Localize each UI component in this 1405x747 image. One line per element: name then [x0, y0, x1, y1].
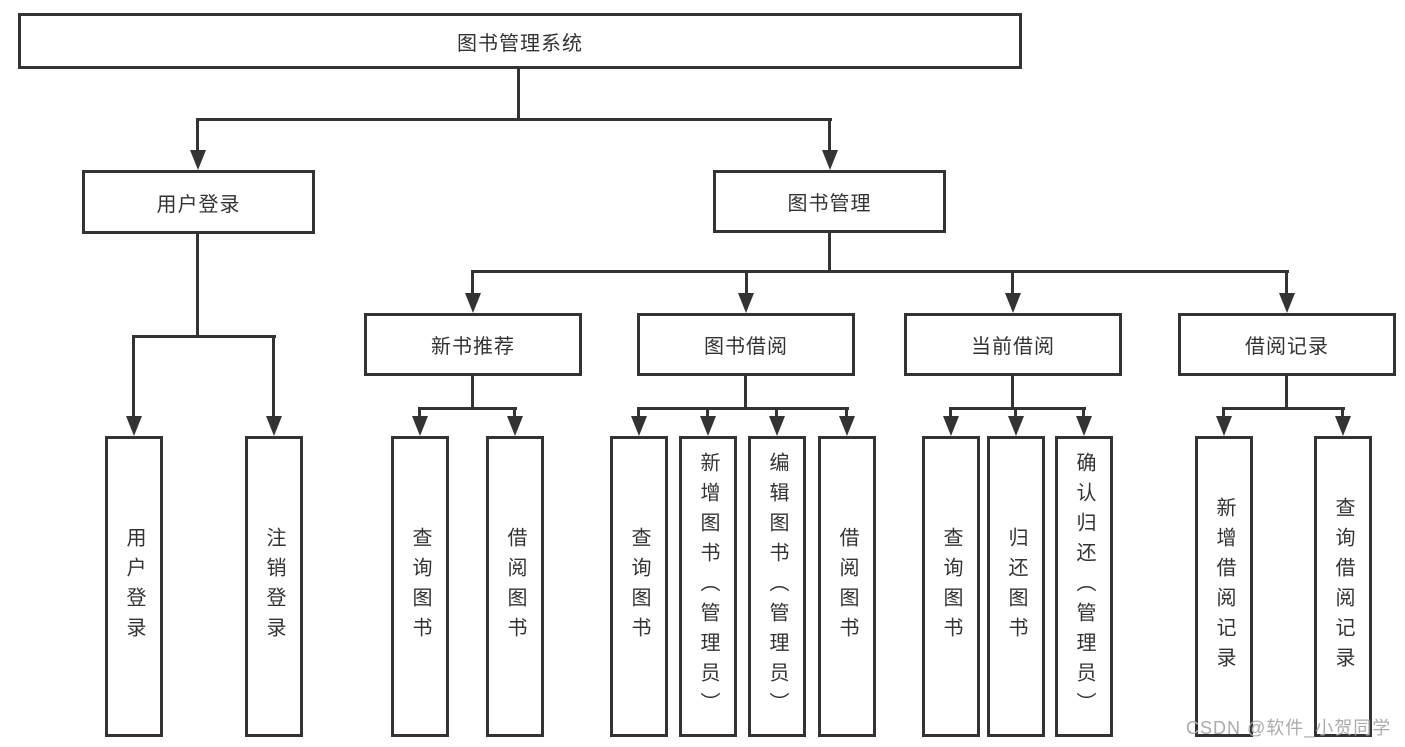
connector-segment — [517, 69, 520, 121]
connector-segment — [1222, 407, 1345, 410]
node-book-management: 图书管理 — [713, 170, 946, 233]
connector-segment — [1285, 375, 1288, 410]
connector-segment — [1014, 407, 1017, 419]
connector-segment — [1082, 407, 1085, 419]
connector-segment — [828, 232, 831, 273]
node-label: 查询图书 — [628, 526, 650, 647]
connector-segment — [513, 407, 516, 419]
connector-segment — [196, 118, 832, 121]
connector-segment — [1285, 270, 1288, 296]
node-label: 确认归还（管理员） — [1073, 451, 1095, 722]
leaf-logout: 注销登录 — [245, 436, 303, 737]
node-label: 图书管理系统 — [457, 32, 583, 55]
node-label: 用户登录 — [156, 193, 241, 216]
connector-segment — [418, 407, 517, 410]
connector-segment — [1341, 407, 1344, 419]
arrowhead-icon — [943, 416, 959, 436]
connector-segment — [845, 407, 848, 419]
arrowhead-icon — [412, 416, 428, 436]
arrowhead-icon — [631, 416, 647, 436]
connector-segment — [637, 407, 849, 410]
arrowhead-icon — [1335, 416, 1351, 436]
connector-segment — [471, 270, 474, 296]
node-label: 新增图书（管理员） — [697, 451, 719, 722]
node-label: 图书借阅 — [704, 336, 788, 358]
node-label: 用户登录 — [123, 526, 145, 647]
connector-segment — [471, 375, 474, 410]
node-new-book-recommend: 新书推荐 — [364, 313, 582, 376]
arrowhead-icon — [1216, 416, 1232, 436]
arrowhead-icon — [1279, 293, 1295, 313]
arrowhead-icon — [839, 416, 855, 436]
connector-segment — [132, 335, 276, 338]
node-current-borrowing: 当前借阅 — [904, 313, 1122, 376]
connector-segment — [132, 335, 135, 418]
leaf-query-books-current: 查询图书 — [922, 436, 980, 737]
node-label: 借阅记录 — [1245, 336, 1329, 358]
connector-segment — [418, 407, 421, 419]
leaf-query-books-recommend: 查询图书 — [391, 436, 449, 737]
watermark-text: CSDN @软件_小贺同学 — [1186, 718, 1392, 738]
leaf-add-borrow-record: 新增借阅记录 — [1195, 436, 1253, 737]
leaf-borrow-books-borrowing: 借阅图书 — [818, 436, 876, 737]
connector-segment — [828, 118, 831, 154]
leaf-edit-books-admin: 编辑图书（管理员） — [748, 436, 806, 737]
arrowhead-icon — [507, 416, 523, 436]
arrowhead-icon — [1076, 416, 1092, 436]
node-label: 编辑图书（管理员） — [766, 451, 788, 722]
connector-segment — [1222, 407, 1225, 419]
leaf-query-books-borrowing: 查询图书 — [610, 436, 668, 737]
leaf-add-books-admin: 新增图书（管理员） — [679, 436, 737, 737]
leaf-borrow-books-recommend: 借阅图书 — [486, 436, 544, 737]
node-user-login: 用户登录 — [82, 170, 315, 234]
connector-segment — [1011, 375, 1014, 410]
connector-segment — [744, 375, 747, 410]
connector-segment — [196, 233, 199, 338]
node-label: 借阅图书 — [836, 526, 858, 647]
connector-segment — [637, 407, 640, 419]
arrowhead-icon — [1005, 293, 1021, 313]
node-root-library-system: 图书管理系统 — [18, 13, 1022, 69]
leaf-query-borrow-record: 查询借阅记录 — [1314, 436, 1372, 737]
connector-segment — [949, 407, 1086, 410]
arrowhead-icon — [190, 150, 206, 170]
node-label: 新增借阅记录 — [1213, 496, 1235, 677]
node-label: 归还图书 — [1005, 526, 1027, 647]
leaf-return-books: 归还图书 — [987, 436, 1045, 737]
node-label: 查询借阅记录 — [1332, 496, 1354, 677]
node-label: 图书管理 — [787, 193, 872, 215]
node-label: 借阅图书 — [504, 526, 526, 647]
arrowhead-icon — [126, 416, 142, 436]
node-borrowing-records: 借阅记录 — [1178, 313, 1396, 376]
arrowhead-icon — [822, 150, 838, 170]
node-label: 查询图书 — [409, 526, 431, 647]
node-label: 当前借阅 — [971, 336, 1055, 358]
connector-segment — [272, 335, 275, 418]
connector-segment — [775, 407, 778, 419]
node-label: 新书推荐 — [431, 336, 515, 358]
connector-segment — [949, 407, 952, 419]
node-label: 注销登录 — [263, 526, 285, 647]
connector-segment — [1011, 270, 1014, 296]
connector-segment — [706, 407, 709, 419]
connector-segment — [196, 118, 199, 154]
arrowhead-icon — [700, 416, 716, 436]
connector-segment — [745, 270, 748, 296]
arrowhead-icon — [769, 416, 785, 436]
leaf-confirm-return-admin: 确认归还（管理员） — [1055, 436, 1113, 737]
arrowhead-icon — [266, 416, 282, 436]
node-book-borrowing: 图书借阅 — [637, 313, 855, 376]
node-label: 查询图书 — [940, 526, 962, 647]
leaf-user-login: 用户登录 — [105, 436, 163, 737]
arrowhead-icon — [1008, 416, 1024, 436]
arrowhead-icon — [465, 293, 481, 313]
connector-segment — [471, 270, 1289, 273]
arrowhead-icon — [738, 293, 754, 313]
